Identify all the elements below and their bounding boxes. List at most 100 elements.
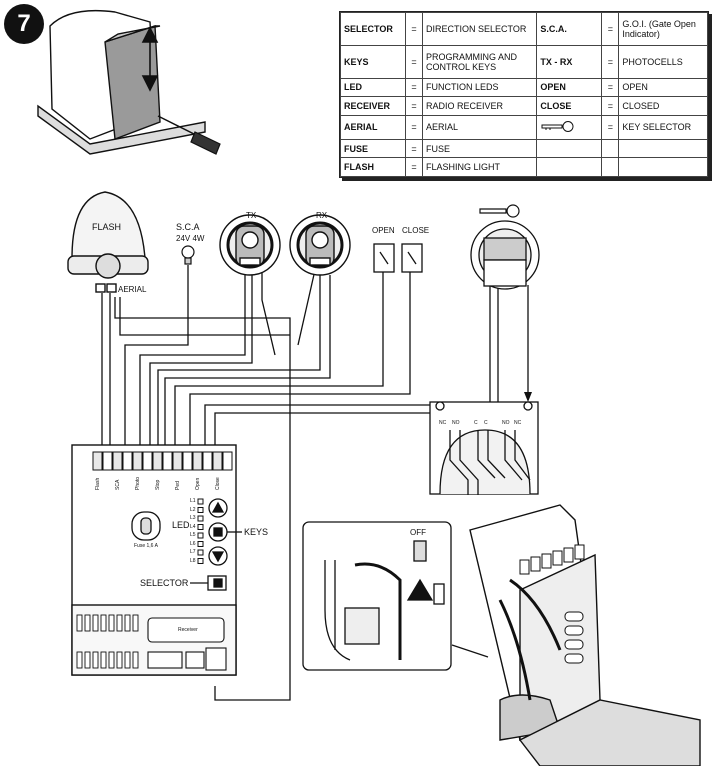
led-indicator <box>197 558 204 564</box>
terminal-screw <box>182 451 193 471</box>
housing-slot <box>564 653 584 664</box>
electric-hazard-icon <box>433 583 445 605</box>
key-icon <box>541 121 574 133</box>
led-index-label: L5 <box>190 532 196 538</box>
led-indicator <box>197 515 204 522</box>
key-selector-contact-label: NO <box>452 420 460 426</box>
terminal-screw <box>202 451 213 471</box>
terminal-screw <box>92 451 103 471</box>
terminal-label: Photo <box>135 476 141 490</box>
key-selector-contact-label: C <box>484 420 488 426</box>
led-indicator <box>197 507 204 513</box>
legend-left-equals: = <box>405 114 423 140</box>
stop-square-icon <box>213 527 223 537</box>
legend-left-value: FLASHING LIGHT <box>421 157 538 177</box>
led-indicator <box>197 498 204 505</box>
terminal-screw <box>212 451 223 471</box>
housing-slot <box>564 625 584 636</box>
up-down-arrow-icon <box>141 26 159 92</box>
connector-pin <box>132 614 139 632</box>
legend-left-value: AERIAL <box>421 114 538 140</box>
legend-left-value: PROGRAMMING AND CONTROL KEYS <box>421 44 538 79</box>
terminal-screw <box>122 451 133 471</box>
key-wire-1 <box>204 285 491 445</box>
board-connector-slots <box>519 544 585 664</box>
legend-right-equals: = <box>601 114 619 140</box>
open-wire <box>174 272 384 445</box>
terminal-screw <box>172 451 183 471</box>
connector-pin <box>132 651 139 669</box>
led-index-label: L7 <box>190 549 196 555</box>
bulb-icon <box>181 245 195 265</box>
receiver-label: Receiver <box>178 627 198 633</box>
off-label: OFF <box>410 528 426 537</box>
terminal-screw <box>162 451 173 471</box>
led-indicator <box>197 532 204 539</box>
up-arrow-icon <box>211 501 225 513</box>
housing-terminal <box>574 544 585 560</box>
key-selector-contact-label: NC <box>439 420 447 426</box>
connector-pins <box>76 614 139 669</box>
connector-pin <box>100 614 107 632</box>
legend-left-equals: = <box>405 157 423 177</box>
legend-row: FLASH=FLASHING LIGHT <box>340 157 708 177</box>
key-selector-terminal-block <box>429 401 539 495</box>
flash-label: FLASH <box>92 222 122 232</box>
led-index-label: L3 <box>190 515 196 521</box>
rx-label: RX <box>316 211 328 220</box>
mains-inset <box>302 521 452 671</box>
legend-right-value: KEY SELECTOR <box>618 114 708 140</box>
legend-right-value: PHOTOCELLS <box>618 44 708 79</box>
terminal-screw <box>222 451 233 471</box>
fuse-icon <box>131 511 161 541</box>
close-pushbutton <box>401 243 423 273</box>
housing-terminal <box>530 556 541 572</box>
photocell-tx <box>219 214 281 276</box>
legend-left-value: FUNCTION LEDS <box>421 77 538 98</box>
key-icon <box>479 204 520 218</box>
open-pushbutton <box>373 243 395 273</box>
connector-pin <box>108 651 115 669</box>
connector-pin <box>92 614 99 632</box>
aerial-label: AERIAL <box>118 285 147 294</box>
terminal-block <box>92 451 233 471</box>
terminal-label: Flash <box>95 477 101 490</box>
legend-right-key: OPEN <box>536 77 603 98</box>
connector-pin <box>116 651 123 669</box>
led-indicator <box>197 524 204 530</box>
selector-label: SELECTOR <box>140 578 189 588</box>
led-indicator <box>197 549 204 556</box>
legend-right-value <box>618 157 708 177</box>
legend-left-equals: = <box>405 44 423 79</box>
terminal-label: SCA <box>115 479 121 490</box>
sca-wire <box>124 265 189 445</box>
connector-pin <box>84 614 91 632</box>
rx-wire-1 <box>157 275 321 445</box>
housing-slot <box>564 639 584 650</box>
connector-pin <box>124 614 131 632</box>
connector-pin <box>76 651 83 669</box>
terminal-label: Close <box>215 477 221 490</box>
terminal-screw <box>132 451 143 471</box>
legend-left-key: AERIAL <box>340 114 406 140</box>
fuse-label: Fuse 1,6 A <box>134 543 158 549</box>
terminal-screw <box>102 451 113 471</box>
terminal-label: Ped <box>175 481 181 490</box>
tx-wire-1 <box>139 275 246 445</box>
legend-right-value: OPEN <box>618 77 708 98</box>
led-indicator <box>197 541 204 547</box>
terminal-screw <box>152 451 163 471</box>
legend-row: AERIAL=AERIAL=KEY SELECTOR <box>340 114 708 140</box>
photocell-rx <box>289 214 351 276</box>
legend-right-key <box>536 157 603 177</box>
legend-right-key <box>536 114 603 140</box>
keys-label: KEYS <box>244 527 269 537</box>
terminal-screw <box>112 451 123 471</box>
figure-number-badge: 7 <box>4 4 44 44</box>
legend-right-equals: = <box>601 77 619 98</box>
sca-rating-label: 24V 4W <box>176 234 205 243</box>
